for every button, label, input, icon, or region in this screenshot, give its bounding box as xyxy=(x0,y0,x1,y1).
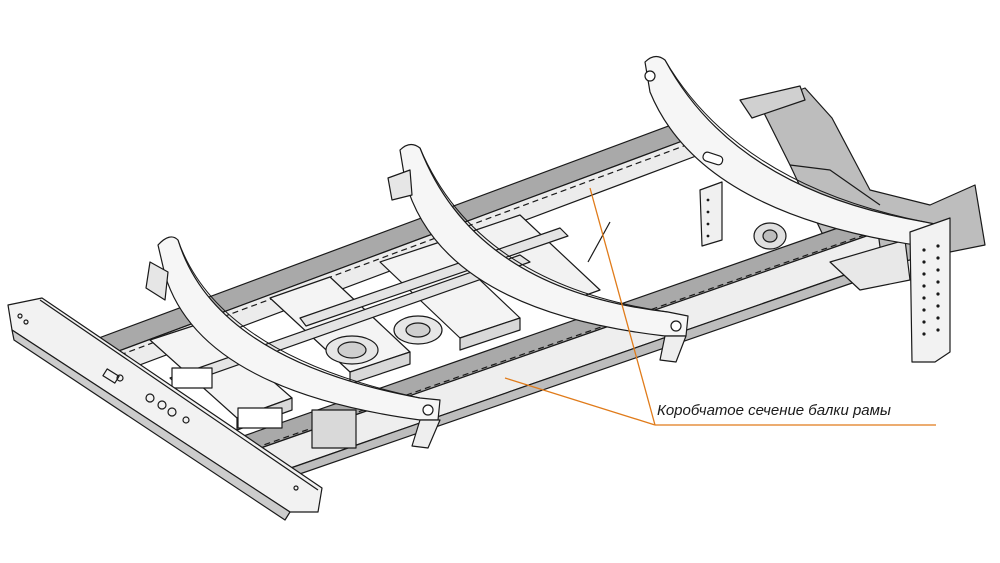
arch-beams xyxy=(145,55,946,449)
annotation-label: Коробчатое сечение балки рамы xyxy=(657,402,891,419)
center-hubs xyxy=(325,221,787,365)
front-bumper-beam xyxy=(7,297,323,521)
leader-line-upper xyxy=(589,187,656,426)
rear-bracket-plate xyxy=(699,181,951,363)
annotation-leaders xyxy=(504,187,936,426)
leader-line-lower xyxy=(504,377,656,426)
